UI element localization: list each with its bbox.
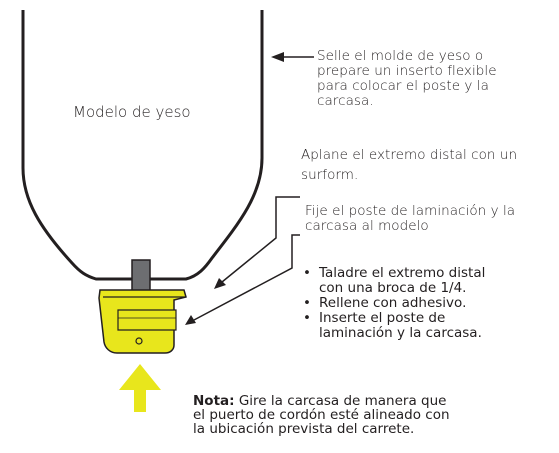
note: Nota: Gire la carcasa de manera que el p… [193, 393, 450, 437]
plaster-model-label: Modelo de yeso [73, 103, 191, 121]
note-label: Nota: [193, 393, 235, 409]
callout-arrow-seal [271, 52, 314, 62]
fix-post-label: Fije el poste de laminación y la carcasa… [305, 203, 516, 234]
seal-mold-label: Selle el molde de yeso o prepare un inse… [317, 48, 497, 109]
flatten-distal-label: Aplane el extremo distal con un surform. [301, 147, 518, 183]
step-item: Rellene con adhesivo. [300, 296, 485, 312]
housing-hole [135, 337, 143, 345]
callout-arrow-housing [185, 234, 300, 325]
callout-arrow-fix-post [214, 196, 300, 289]
housing [98, 289, 187, 354]
plaster-model-outline [21, 10, 264, 281]
cord-port [117, 309, 177, 331]
lamination-post [131, 259, 151, 293]
insertion-arrow [119, 364, 161, 412]
